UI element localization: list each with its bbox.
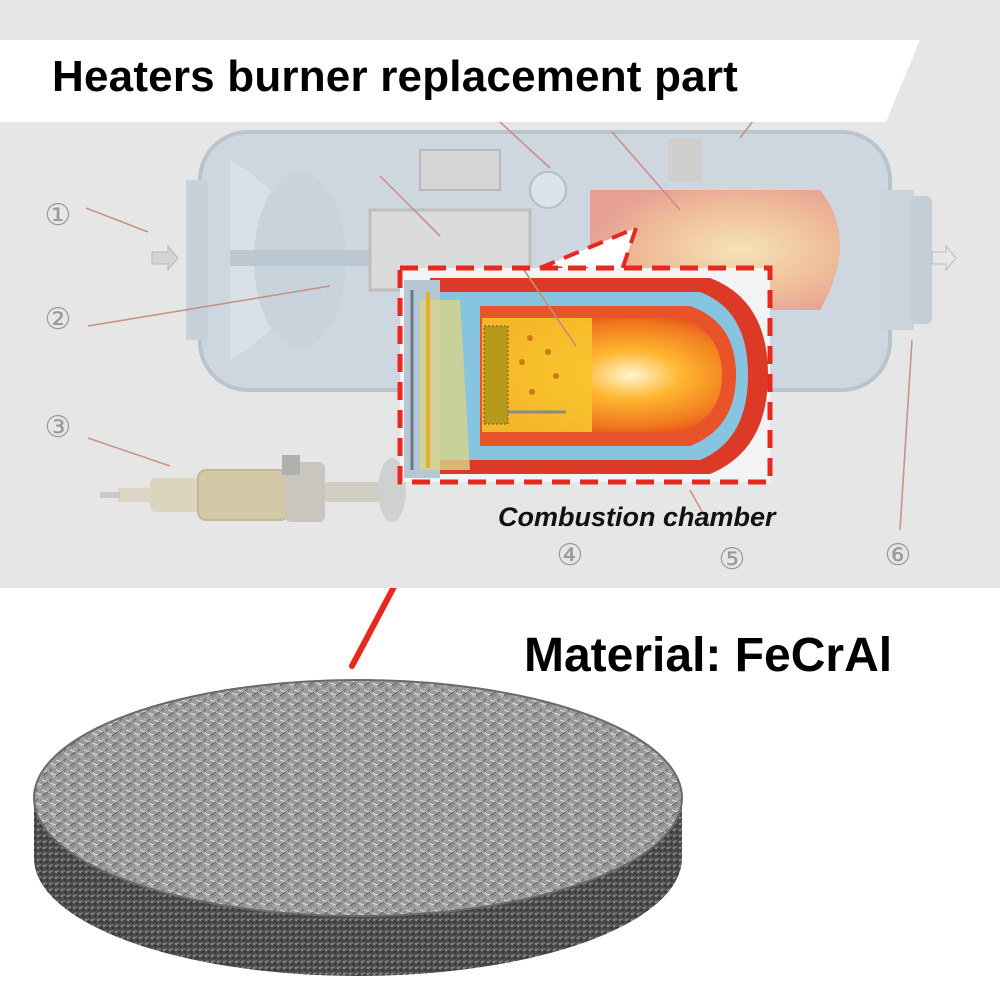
- combustion-chamber-caption: Combustion chamber: [498, 502, 776, 532]
- title-banner: [0, 40, 920, 122]
- fuel-pump: [100, 455, 406, 522]
- callout-number-4: ④: [556, 538, 584, 573]
- heater-diagram: [85, 111, 957, 531]
- pointer-line: [349, 588, 397, 669]
- burner-disc-area: [33, 588, 683, 976]
- leader-lines: [85, 111, 913, 531]
- zoom-highlight-box: [397, 265, 773, 485]
- combustion-chamber-zoom: [400, 268, 770, 482]
- callout-number-2: ②: [44, 302, 72, 337]
- fecral-burner-disc: [33, 679, 683, 976]
- callout-number-6: ⑥: [884, 538, 912, 573]
- material-label: Material: FeCrAl: [524, 629, 893, 682]
- callout-number-5: ⑤: [718, 542, 746, 577]
- callout-number-1: ①: [44, 198, 72, 233]
- page-title: Heaters burner replacement part: [52, 52, 739, 101]
- callout-number-3: ③: [44, 410, 72, 445]
